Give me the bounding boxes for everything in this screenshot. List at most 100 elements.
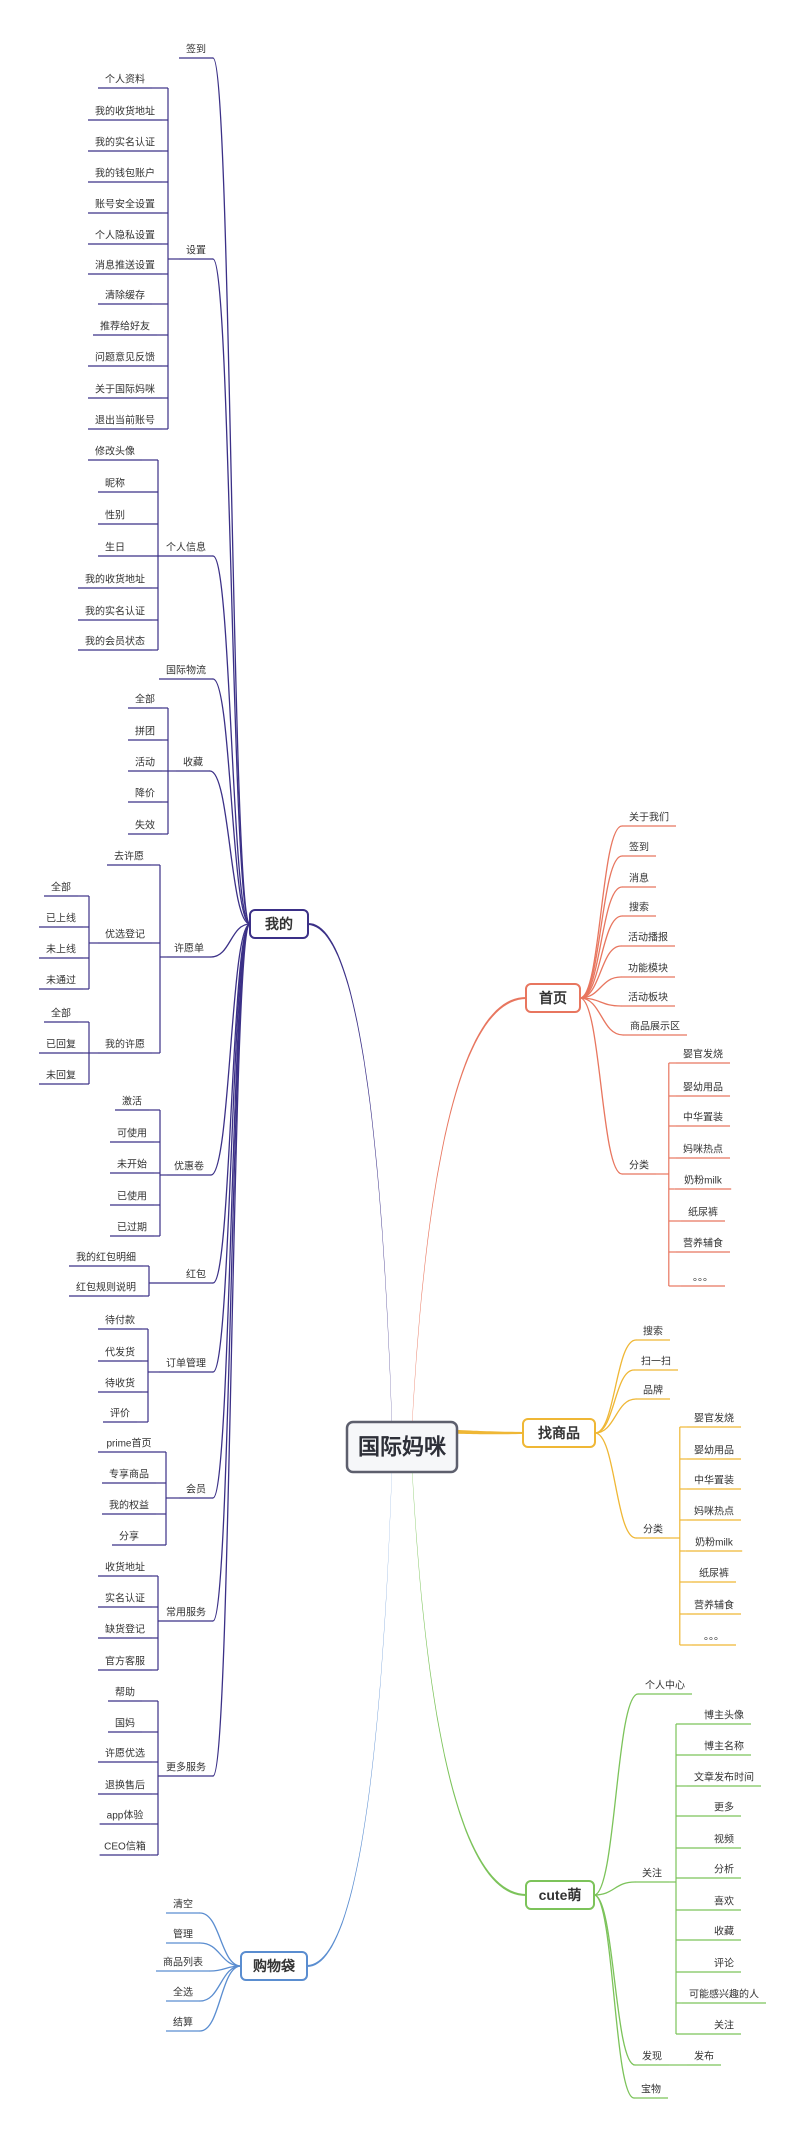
- zhaoshangpin-item: 品牌: [643, 1384, 663, 1397]
- gouwudai-item: 商品列表: [163, 1956, 203, 1969]
- wode-leaf: 账号安全设置: [95, 198, 155, 211]
- wode-leaf: 许愿优选: [105, 1747, 145, 1760]
- shouye-leaf: 。。。: [693, 1273, 713, 1284]
- zhaoshangpin-link: [594, 1369, 635, 1434]
- zhaoshangpin-leaf: 妈咪热点: [694, 1505, 734, 1518]
- gouwudai-item: 结算: [173, 2016, 193, 2029]
- branch-gouwudai-node[interactable]: 购物袋: [240, 1951, 308, 1981]
- cutemeng-leaf: 可能感兴趣的人: [689, 1988, 759, 2001]
- branch-shouye-label: 首页: [539, 990, 567, 1006]
- wode-leaf: 待付款: [105, 1314, 135, 1327]
- branch-shouye-node[interactable]: 首页: [525, 983, 581, 1013]
- wode-leaf: 修改头像: [95, 445, 135, 458]
- wode-leaf: 我的钱包账户: [95, 167, 155, 180]
- shouye-item: 签到: [629, 841, 649, 854]
- wode-leaf: 个人资料: [105, 73, 145, 86]
- cutemeng-item: 关注: [642, 1867, 662, 1880]
- wode-link: [212, 923, 251, 1499]
- shouye-leaf: 纸尿裤: [688, 1206, 718, 1219]
- zhaoshangpin-link: [594, 1398, 637, 1434]
- branch-wode-connector: [308, 923, 392, 1431]
- wode-item: 优惠卷: [174, 1160, 204, 1173]
- wode-item: 更多服务: [166, 1761, 206, 1774]
- wish-leaf: 全部: [51, 881, 71, 894]
- branch-shouye-box: [525, 983, 581, 1013]
- shouye-item: 功能模块: [628, 962, 668, 975]
- wode-item: 会员: [186, 1483, 206, 1496]
- branch-wode-box: [249, 909, 309, 939]
- cutemeng-leaf: 分析: [714, 1863, 734, 1876]
- branch-cutemeng-label: cute萌: [539, 1887, 582, 1903]
- wode-leaf: 我的实名认证: [95, 136, 155, 149]
- wode-leaf: 降价: [135, 787, 155, 800]
- wode-leaf: 已使用: [117, 1190, 147, 1203]
- branch-cutemeng-node[interactable]: cute萌: [525, 1880, 595, 1910]
- shouye-link: [579, 997, 623, 1175]
- wode-leaf: 活动: [135, 757, 155, 769]
- wode-link: [212, 923, 251, 1284]
- wode-leaf: 代发货: [105, 1346, 135, 1359]
- wish-leaf: 已回复: [46, 1038, 76, 1051]
- cutemeng-leaf: 视频: [714, 1833, 734, 1846]
- wode-leaf: CEO信箱: [104, 1840, 146, 1853]
- shouye-leaf: 营养辅食: [683, 1237, 723, 1250]
- wode-leaf: 拼团: [135, 725, 155, 738]
- wode-leaf: 实名认证: [105, 1592, 145, 1605]
- branch-cutemeng-connector: [412, 1464, 526, 1896]
- wode-link: [212, 555, 251, 925]
- zhaoshangpin-leaf: 婴幼用品: [694, 1444, 734, 1457]
- cutemeng-item: 个人中心: [645, 1679, 685, 1692]
- cutemeng-link: [593, 1881, 636, 1896]
- branch-gouwudai-label: 购物袋: [253, 1958, 296, 1974]
- gouwudai-link: [199, 1912, 242, 1967]
- wode-leaf: 国妈: [115, 1717, 135, 1730]
- wode-leaf: 退出当前账号: [95, 414, 155, 427]
- cutemeng-leaf: 关注: [714, 2019, 734, 2032]
- branch-wode-node[interactable]: 我的: [249, 909, 309, 939]
- zhaoshangpin-leaf: 营养辅食: [694, 1599, 734, 1612]
- wode-leaf: 我的实名认证: [85, 605, 145, 618]
- wode-leaf: 性别: [105, 509, 125, 522]
- branch-zhaoshangpin-node[interactable]: 找商品: [522, 1418, 596, 1448]
- wode-leaf: app体验: [107, 1809, 144, 1822]
- wode-leaf: 待收货: [105, 1377, 135, 1390]
- cutemeng-link: [593, 1894, 635, 2099]
- cutemeng-leaf: 更多: [714, 1801, 734, 1814]
- wode-leaf: 消息推送设置: [95, 259, 155, 272]
- wish-leaf: 全部: [51, 1007, 71, 1020]
- wode-link: [209, 770, 251, 925]
- branch-gouwudai-box: [240, 1951, 308, 1981]
- wode-leaf: 问题意见反馈: [95, 351, 155, 364]
- wode-leaf: 清除缓存: [105, 289, 145, 302]
- zhaoshangpin-item: 扫一扫: [641, 1355, 671, 1368]
- shouye-item: 活动板块: [628, 991, 668, 1004]
- cutemeng-leaf: 评论: [714, 1957, 734, 1970]
- cutemeng-leaf: 收藏: [714, 1925, 734, 1938]
- root-node[interactable]: 国际妈咪: [345, 1420, 459, 1474]
- cutemeng-leaf: 博主头像: [704, 1709, 744, 1722]
- wode-link: [210, 923, 251, 958]
- wode-item: 收藏: [183, 756, 203, 769]
- gouwudai-item: 清空: [173, 1898, 193, 1911]
- wode-link: [212, 923, 251, 1622]
- wish-leaf: 未通过: [46, 974, 76, 987]
- shouye-leaf: 婴幼用品: [683, 1081, 723, 1094]
- wode-leaf: 退换售后: [105, 1779, 145, 1792]
- branch-shouye-connector: [412, 997, 526, 1430]
- gouwudai-link: [199, 1942, 242, 1967]
- wode-leaf: 我的会员状态: [85, 635, 145, 648]
- zhaoshangpin-link: [594, 1432, 637, 1539]
- cutemeng-link: [593, 1693, 639, 1896]
- wish-leaf: 未上线: [46, 943, 76, 956]
- root-node-box: [345, 1420, 459, 1474]
- branch-zhaoshangpin-box: [522, 1418, 596, 1448]
- wode-link: [212, 57, 251, 925]
- gouwudai-link: [199, 1965, 242, 2032]
- wode-item: 设置: [186, 245, 206, 257]
- wish-leaf: 未回复: [46, 1069, 76, 1082]
- shouye-item: 分类: [629, 1159, 649, 1172]
- shouye-leaf: 奶粉milk: [684, 1174, 723, 1187]
- wode-item: 常用服务: [166, 1606, 206, 1619]
- shouye-link: [579, 886, 623, 999]
